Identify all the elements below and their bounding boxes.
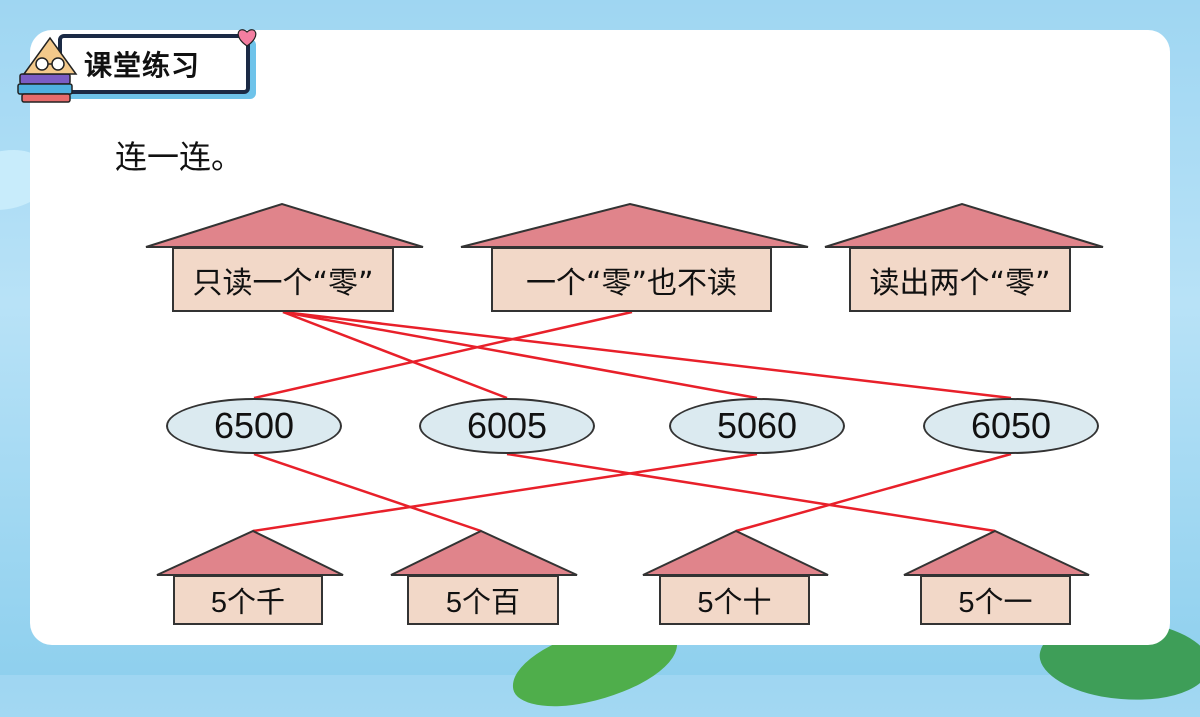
number-place-link — [252, 452, 758, 533]
place-box-tens[interactable]: 5个十 — [659, 575, 810, 625]
place-label: 5个千 — [210, 587, 286, 619]
number-place-link — [506, 452, 996, 533]
number-value: 5060 — [716, 405, 798, 446]
place-roof — [642, 529, 829, 576]
place-roof — [156, 529, 344, 576]
category-roofs — [145, 202, 1104, 576]
number-oval-5060[interactable]: 5060 — [669, 398, 845, 454]
place-label: 5个十 — [697, 587, 772, 619]
heart-icon — [237, 29, 257, 47]
place-label: 5个百 — [445, 587, 521, 619]
number-oval-6050[interactable]: 6050 — [923, 398, 1099, 454]
category-number-link — [282, 310, 758, 400]
category-number-link — [282, 310, 1012, 400]
category-roof — [460, 202, 809, 248]
number-oval-6005[interactable]: 6005 — [419, 398, 595, 454]
book-mascot-icon — [17, 36, 78, 103]
place-roof — [903, 529, 1090, 576]
number-place-link — [253, 452, 482, 533]
category-roof — [145, 202, 424, 248]
category-box-read-no-zero[interactable]: 一个“零”也不读 — [491, 247, 772, 312]
place-label: 5个一 — [958, 587, 1033, 619]
connection-lines — [252, 310, 1012, 533]
number-place-link — [735, 452, 1012, 533]
category-roof — [824, 202, 1104, 248]
number-value: 6050 — [970, 405, 1052, 446]
category-label: 读出两个“零” — [869, 265, 1051, 301]
lesson-title: 课堂练习 — [84, 49, 201, 82]
category-number-link — [282, 310, 508, 400]
category-box-read-one-zero[interactable]: 只读一个“零” — [172, 247, 394, 312]
number-value: 6005 — [466, 405, 548, 446]
category-label: 只读一个“零” — [192, 265, 374, 301]
category-box-read-two-zeros[interactable]: 读出两个“零” — [849, 247, 1071, 312]
place-box-thousands[interactable]: 5个千 — [173, 575, 323, 625]
category-number-link — [253, 310, 633, 400]
place-roof — [390, 529, 578, 576]
number-oval-6500[interactable]: 6500 — [166, 398, 342, 454]
place-box-hundreds[interactable]: 5个百 — [407, 575, 559, 625]
category-label: 一个“零”也不读 — [525, 265, 738, 301]
instruction-text: 连一连。 — [115, 138, 244, 176]
number-value: 6500 — [213, 405, 295, 446]
place-box-ones[interactable]: 5个一 — [920, 575, 1071, 625]
